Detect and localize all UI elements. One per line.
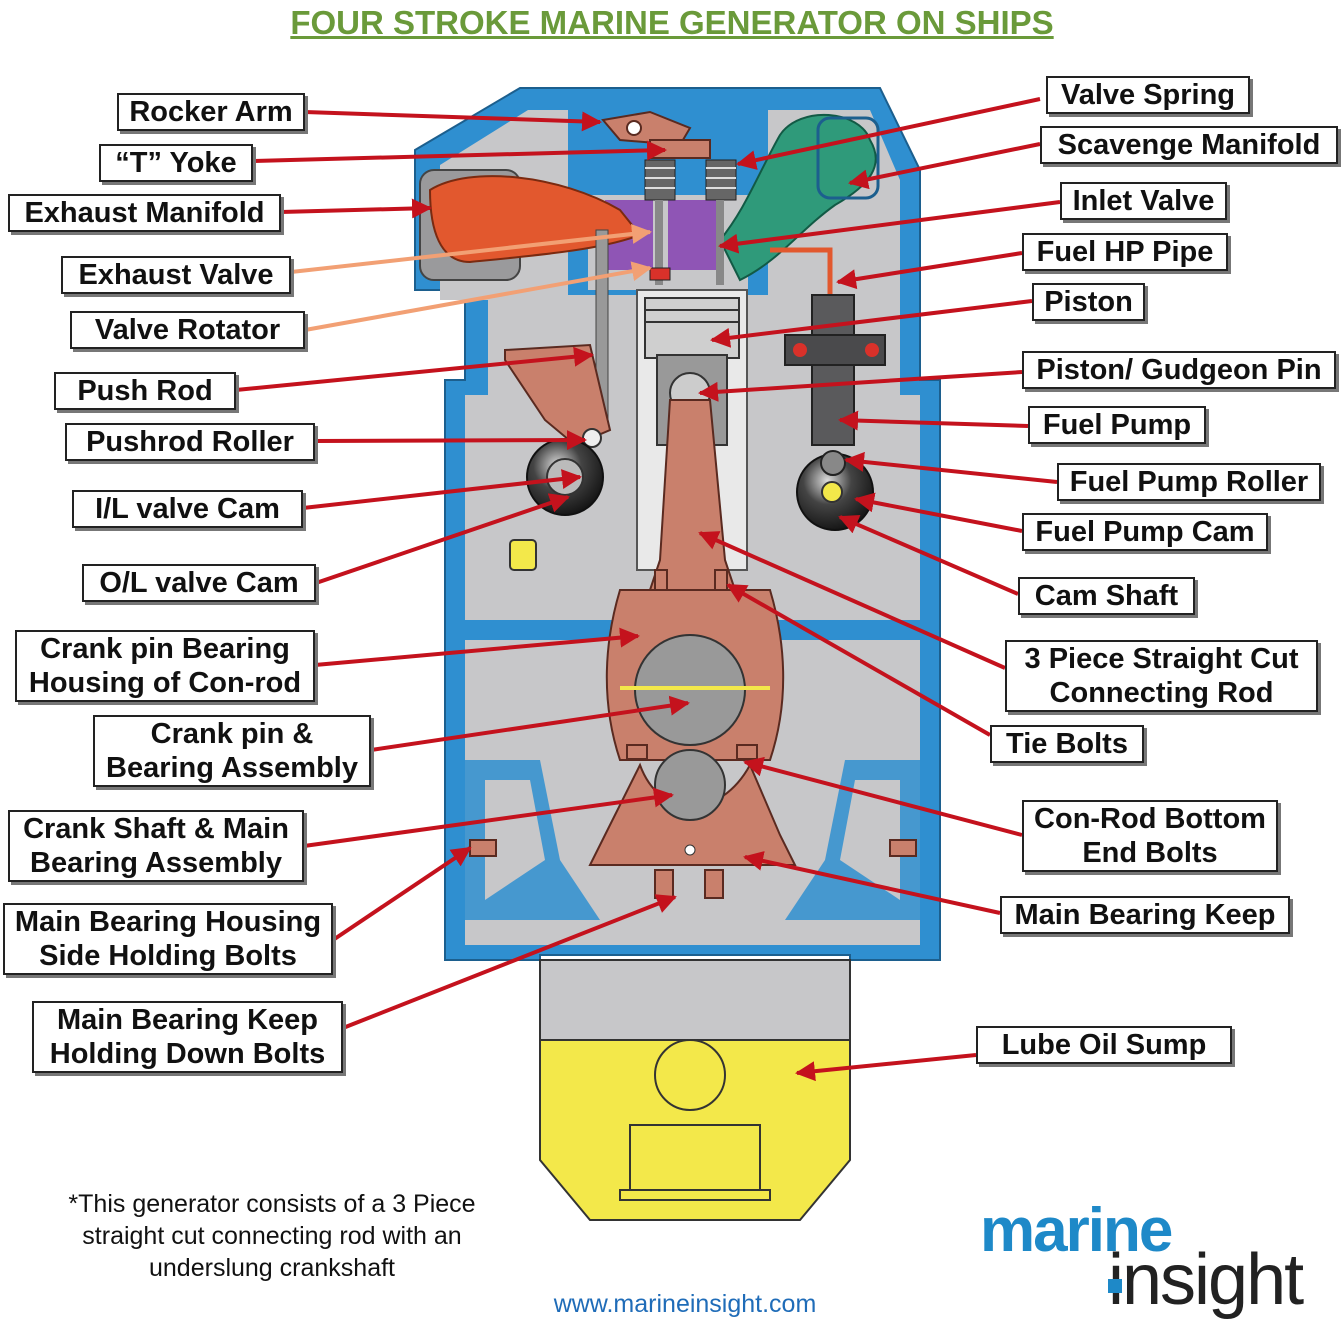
label-crank-pin-bearing-assembly: Crank pin &Bearing Assembly — [93, 715, 371, 787]
label-exhaust-valve: Exhaust Valve — [61, 256, 291, 294]
label-fuel-hp-pipe: Fuel HP Pipe — [1022, 233, 1228, 271]
label-il-valve-cam: I/L valve Cam — [72, 490, 303, 528]
footnote: *This generator consists of a 3 Piece st… — [68, 1190, 476, 1282]
logo-text-bottom: insight — [1108, 1240, 1304, 1320]
label-cam-shaft: Cam Shaft — [1018, 577, 1195, 615]
marine-insight-logo: marine insight — [980, 1195, 1320, 1325]
leader-lines — [235, 97, 1061, 1082]
label-gudgeon-pin: Piston/ Gudgeon Pin — [1022, 351, 1336, 389]
lube-oil-sump-shape — [539, 959, 851, 1221]
label-ol-valve-cam: O/L valve Cam — [82, 564, 316, 602]
label-piston: Piston — [1032, 283, 1145, 321]
label-inlet-valve: Inlet Valve — [1060, 182, 1227, 220]
label-t-yoke: “T” Yoke — [99, 144, 253, 182]
label-push-rod: Push Rod — [54, 372, 236, 410]
label-rocker-arm: Rocker Arm — [117, 93, 305, 131]
label-pushrod-roller: Pushrod Roller — [65, 423, 315, 461]
label-main-bearing-keep: Main Bearing Keep — [1000, 896, 1290, 934]
label-fuel-pump-cam: Fuel Pump Cam — [1022, 513, 1268, 551]
camshaft-shapes — [526, 438, 874, 531]
diagram-title: FOUR STROKE MARINE GENERATOR ON SHIPS — [290, 4, 1054, 41]
logo-text-top: marine — [980, 1196, 1173, 1265]
label-exhaust-manifold: Exhaust Manifold — [8, 194, 281, 232]
source-url[interactable]: www.marineinsight.com — [553, 1290, 817, 1318]
label-fuel-pump-roller: Fuel Pump Roller — [1057, 463, 1321, 501]
label-fuel-pump: Fuel Pump — [1028, 406, 1206, 444]
label-tie-bolts: Tie Bolts — [990, 725, 1144, 763]
logo-mark-icon — [1108, 1279, 1122, 1293]
label-valve-rotator: Valve Rotator — [70, 311, 305, 349]
label-valve-spring: Valve Spring — [1046, 76, 1250, 114]
label-lube-oil-sump: Lube Oil Sump — [976, 1026, 1232, 1064]
label-scavenge-manifold: Scavenge Manifold — [1040, 126, 1338, 164]
